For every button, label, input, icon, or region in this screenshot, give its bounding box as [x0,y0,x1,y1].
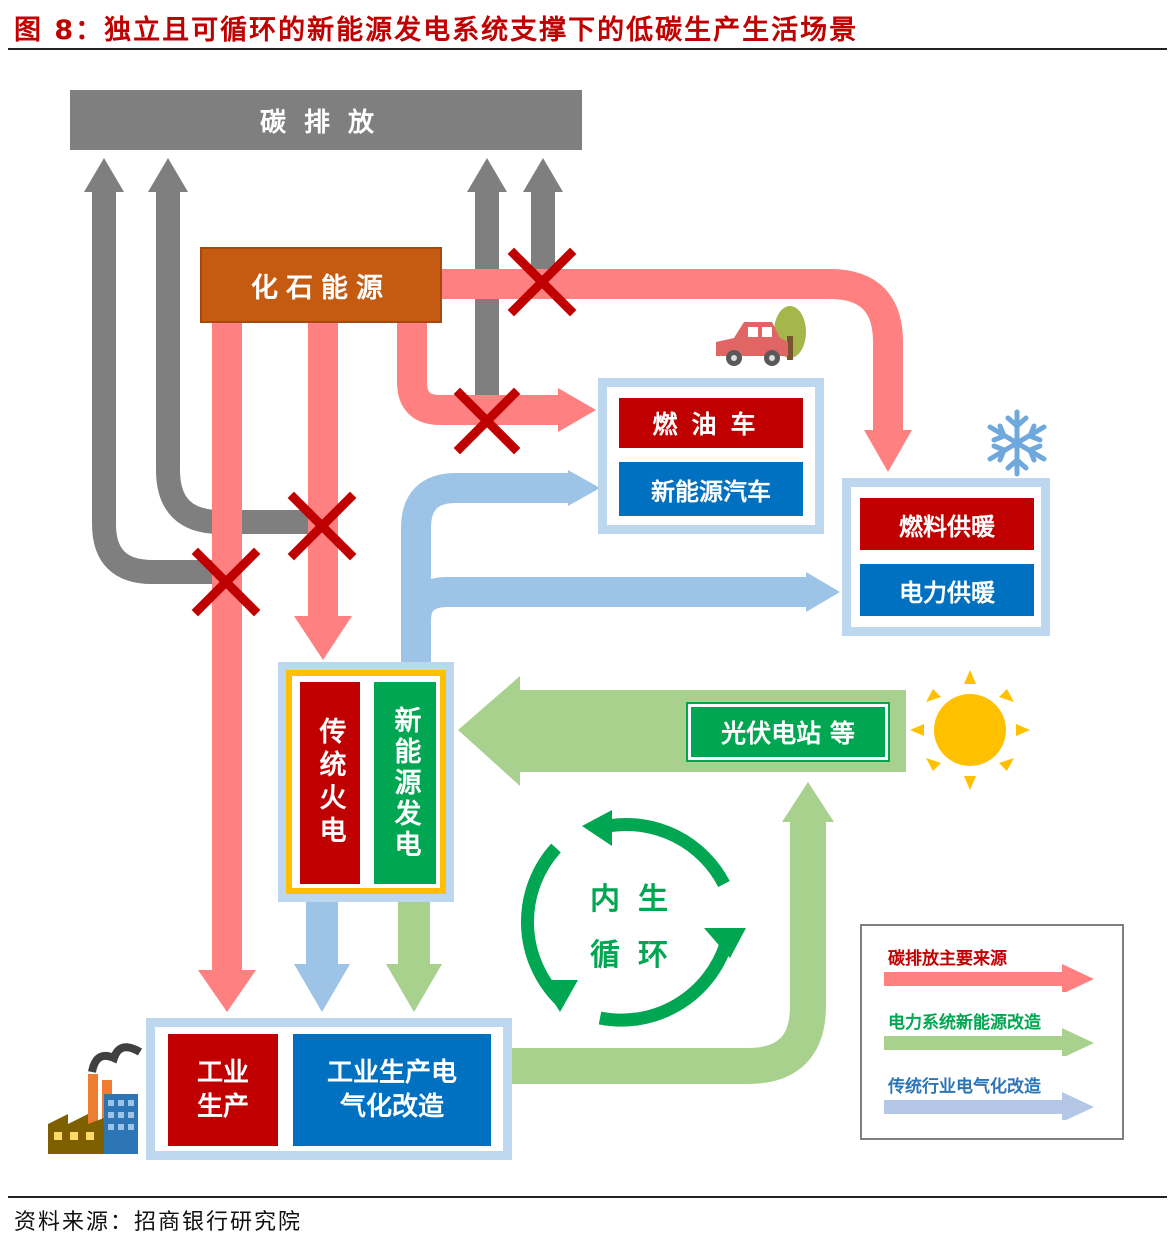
car-icon [716,322,788,366]
industrial-electrification-box: 工业生产电气化改造 [293,1034,491,1146]
title-divider [8,48,1167,50]
legend-arrow-emission [884,964,1094,992]
cross-icon [507,247,577,317]
pv-station-box: 光伏电站 等 [686,702,890,762]
legend-arrow-power [884,1028,1094,1056]
carbon-emission-box: 碳排放 [70,90,582,150]
carbon-arrowheads [84,158,563,192]
industrial-electrification-label: 工业生产电气化改造 [326,1058,457,1122]
cross-icon [287,491,357,561]
fossil-energy-box: 化石能源 [200,247,442,323]
emission-arrows [198,269,912,1012]
industrial-production-box: 工业生产 [168,1034,278,1146]
cross-icons [191,247,577,617]
fuel-heating-box: 燃料供暖 [860,498,1034,550]
fuel-car-box: 燃油车 [619,398,803,448]
snowflake-icon [987,409,1047,477]
legend-label-emission: 碳排放主要来源 [888,949,1007,969]
new-energy-car-box: 新能源汽车 [619,462,803,516]
source-divider [8,1196,1167,1198]
cross-icon [453,387,521,455]
electric-heating-box: 电力供暖 [860,564,1034,616]
sun-icon [910,670,1030,790]
internal-cycle-line2: 循环 [590,938,686,973]
factory-icon [48,1043,143,1154]
industrial-production-label: 工业生产 [196,1058,249,1122]
cross-icon [191,547,261,617]
traditional-thermal-box: 传统火电 [300,682,360,884]
legend-arrow-electrification [884,1092,1094,1120]
internal-cycle-line1: 内生 [590,882,686,917]
new-energy-generation-box: 新能源发电 [374,682,436,884]
figure-source: 资料来源：招商银行研究院 [14,1210,303,1235]
cycle-arrowheads [540,810,746,1012]
legend-label-electrification: 传统行业电气化改造 [888,1077,1041,1097]
figure-title: 图 8：独立且可循环的新能源发电系统支撑下的低碳生产生活场景 [14,15,859,46]
legend-label-power: 电力系统新能源改造 [888,1013,1041,1033]
blue-arrows [294,470,840,1012]
